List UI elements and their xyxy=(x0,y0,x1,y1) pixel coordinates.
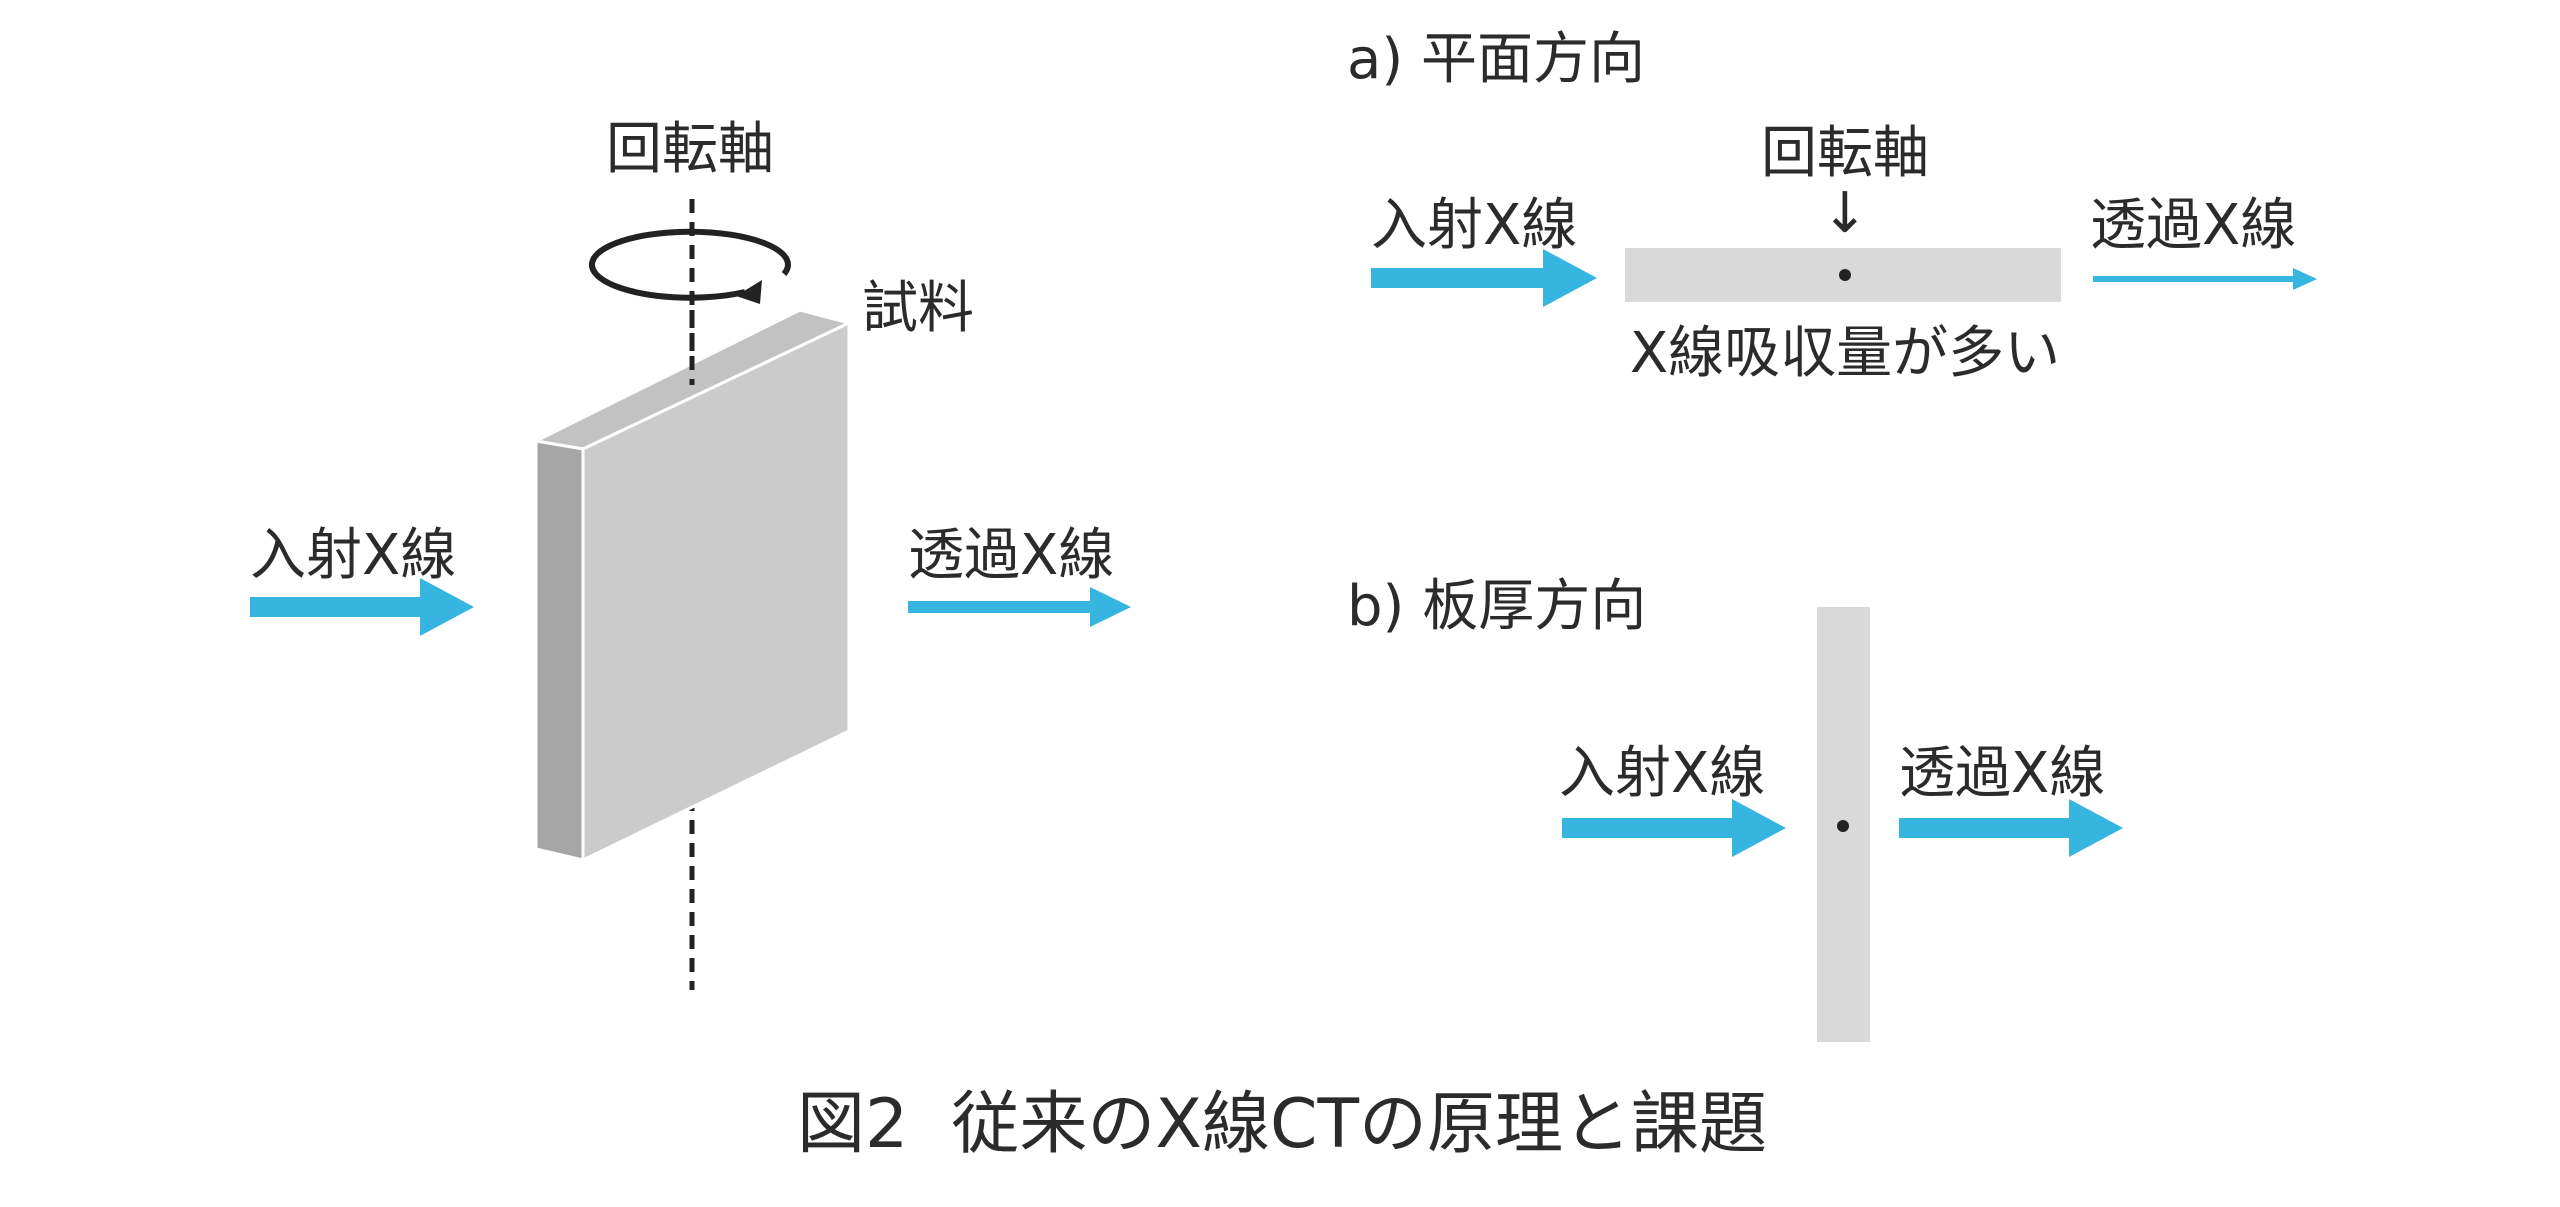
left-illustration: 回転軸 試料 入射X線 透過X線 xyxy=(250,117,1131,990)
panel-a-absorption-note: X線吸収量が多い xyxy=(1630,321,2060,386)
panel-a-axis-dot xyxy=(1839,269,1851,281)
sample-label: 試料 xyxy=(862,276,974,341)
panel-b-incident-arrow xyxy=(1562,799,1786,857)
panel-a-incident-arrow xyxy=(1371,249,1597,307)
transmitted-xray-arrow xyxy=(908,587,1131,627)
panel-a-plane-direction: a) 平面方向 回転軸 ↓ 入射X線 透過X線 X線吸収量が多い xyxy=(1347,27,2317,386)
rotation-ellipse-icon xyxy=(588,228,791,301)
panel-b-axis-dot xyxy=(1837,820,1849,832)
down-arrow-icon: ↓ xyxy=(1822,181,1869,246)
panel-a-axis-label: 回転軸 xyxy=(1761,121,1929,186)
figure-caption: 図2 従来のX線CTの原理と課題 xyxy=(797,1085,1767,1164)
incident-xray-label: 入射X線 xyxy=(250,523,456,588)
sample-slab xyxy=(531,308,854,863)
panel-a-transmitted-label: 透過X線 xyxy=(2090,193,2296,258)
panel-b-thickness-direction: b) 板厚方向 入射X線 透過X線 xyxy=(1347,574,2123,1042)
panel-b-transmitted-arrow xyxy=(1899,799,2123,857)
panel-a-title: a) 平面方向 xyxy=(1347,27,1645,92)
panel-a-transmitted-arrow xyxy=(2093,268,2317,290)
incident-xray-arrow xyxy=(250,578,474,636)
rotation-axis-label: 回転軸 xyxy=(606,117,774,182)
panel-b-transmitted-label: 透過X線 xyxy=(1899,741,2105,806)
panel-a-incident-label: 入射X線 xyxy=(1371,193,1577,258)
panel-b-title: b) 板厚方向 xyxy=(1347,574,1646,639)
rotation-arrowhead-icon xyxy=(736,280,762,304)
slab-side-face xyxy=(534,439,585,862)
panel-b-incident-label: 入射X線 xyxy=(1559,741,1765,806)
transmitted-xray-label: 透過X線 xyxy=(908,523,1114,588)
slab-front-face xyxy=(581,320,851,863)
